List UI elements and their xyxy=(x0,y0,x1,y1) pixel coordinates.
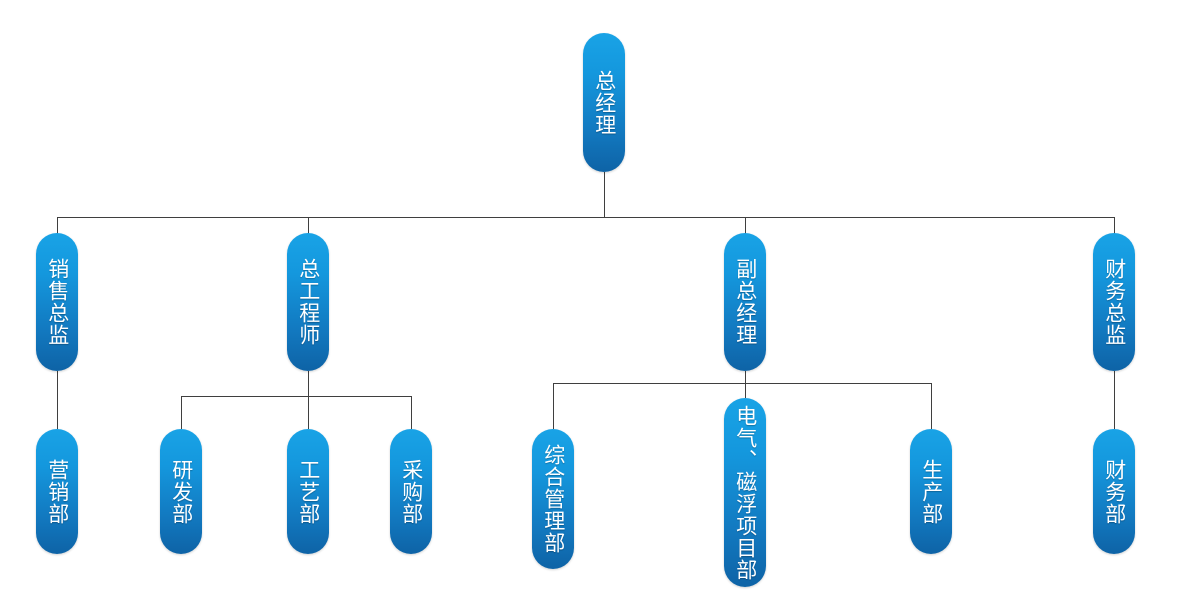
node-general-management-dept-label: 综合管理部 xyxy=(541,444,566,554)
node-deputy-gm-label: 副总经理 xyxy=(733,258,758,346)
node-finance-director-label: 财务总监 xyxy=(1102,258,1127,346)
node-chief-engineer-label: 总工程师 xyxy=(296,258,321,346)
connector-level2-bus xyxy=(57,217,1114,218)
node-marketing-dept[interactable]: 营销部 xyxy=(36,429,78,554)
connector-chief-engineer-bus xyxy=(181,396,411,397)
node-process-dept[interactable]: 工艺部 xyxy=(287,429,329,554)
connector-drop-rnd-dept xyxy=(181,396,182,429)
node-procurement-dept-label: 采购部 xyxy=(399,458,424,525)
connector-sales-to-marketing xyxy=(57,371,58,429)
node-process-dept-label: 工艺部 xyxy=(296,458,321,525)
node-marketing-dept-label: 营销部 xyxy=(45,458,70,525)
node-gm[interactable]: 总经理 xyxy=(583,33,625,172)
node-general-management-dept[interactable]: 综合管理部 xyxy=(532,429,574,569)
node-production-dept[interactable]: 生产部 xyxy=(910,429,952,554)
connector-chief-engineer-stem xyxy=(308,371,309,396)
connector-drop-deputy-gm xyxy=(745,217,746,234)
node-sales-director-label: 销售总监 xyxy=(45,258,70,346)
connector-gm-stem xyxy=(604,172,605,217)
node-procurement-dept[interactable]: 采购部 xyxy=(390,429,432,554)
connector-deputy-gm-bus xyxy=(553,383,932,384)
node-chief-engineer[interactable]: 总工程师 xyxy=(287,233,329,371)
node-finance-dept[interactable]: 财务部 xyxy=(1093,429,1135,554)
connector-drop-procurement-dept xyxy=(411,396,412,429)
connector-drop-production-dept xyxy=(931,383,932,429)
node-deputy-gm[interactable]: 副总经理 xyxy=(724,233,766,371)
node-finance-dept-label: 财务部 xyxy=(1102,458,1127,525)
node-sales-director[interactable]: 销售总监 xyxy=(36,233,78,371)
node-production-dept-label: 生产部 xyxy=(919,458,944,525)
connector-drop-chief-engineer xyxy=(308,217,309,234)
connector-drop-general-management-dept xyxy=(553,383,554,429)
connector-drop-sales-director xyxy=(57,217,58,234)
node-finance-director[interactable]: 财务总监 xyxy=(1093,233,1135,371)
node-rnd-dept[interactable]: 研发部 xyxy=(160,429,202,554)
node-rnd-dept-label: 研发部 xyxy=(169,458,194,525)
node-electrical-maglev-project-dept-label: 电气、磁浮项目部 xyxy=(733,404,758,581)
node-electrical-maglev-project-dept[interactable]: 电气、磁浮项目部 xyxy=(724,398,766,587)
node-gm-label: 总经理 xyxy=(592,69,617,136)
connector-drop-finance-director xyxy=(1114,217,1115,234)
connector-deputy-gm-stem xyxy=(745,371,746,398)
connector-drop-process-dept xyxy=(308,396,309,429)
connector-finance-director-to-finance-dept xyxy=(1114,371,1115,429)
